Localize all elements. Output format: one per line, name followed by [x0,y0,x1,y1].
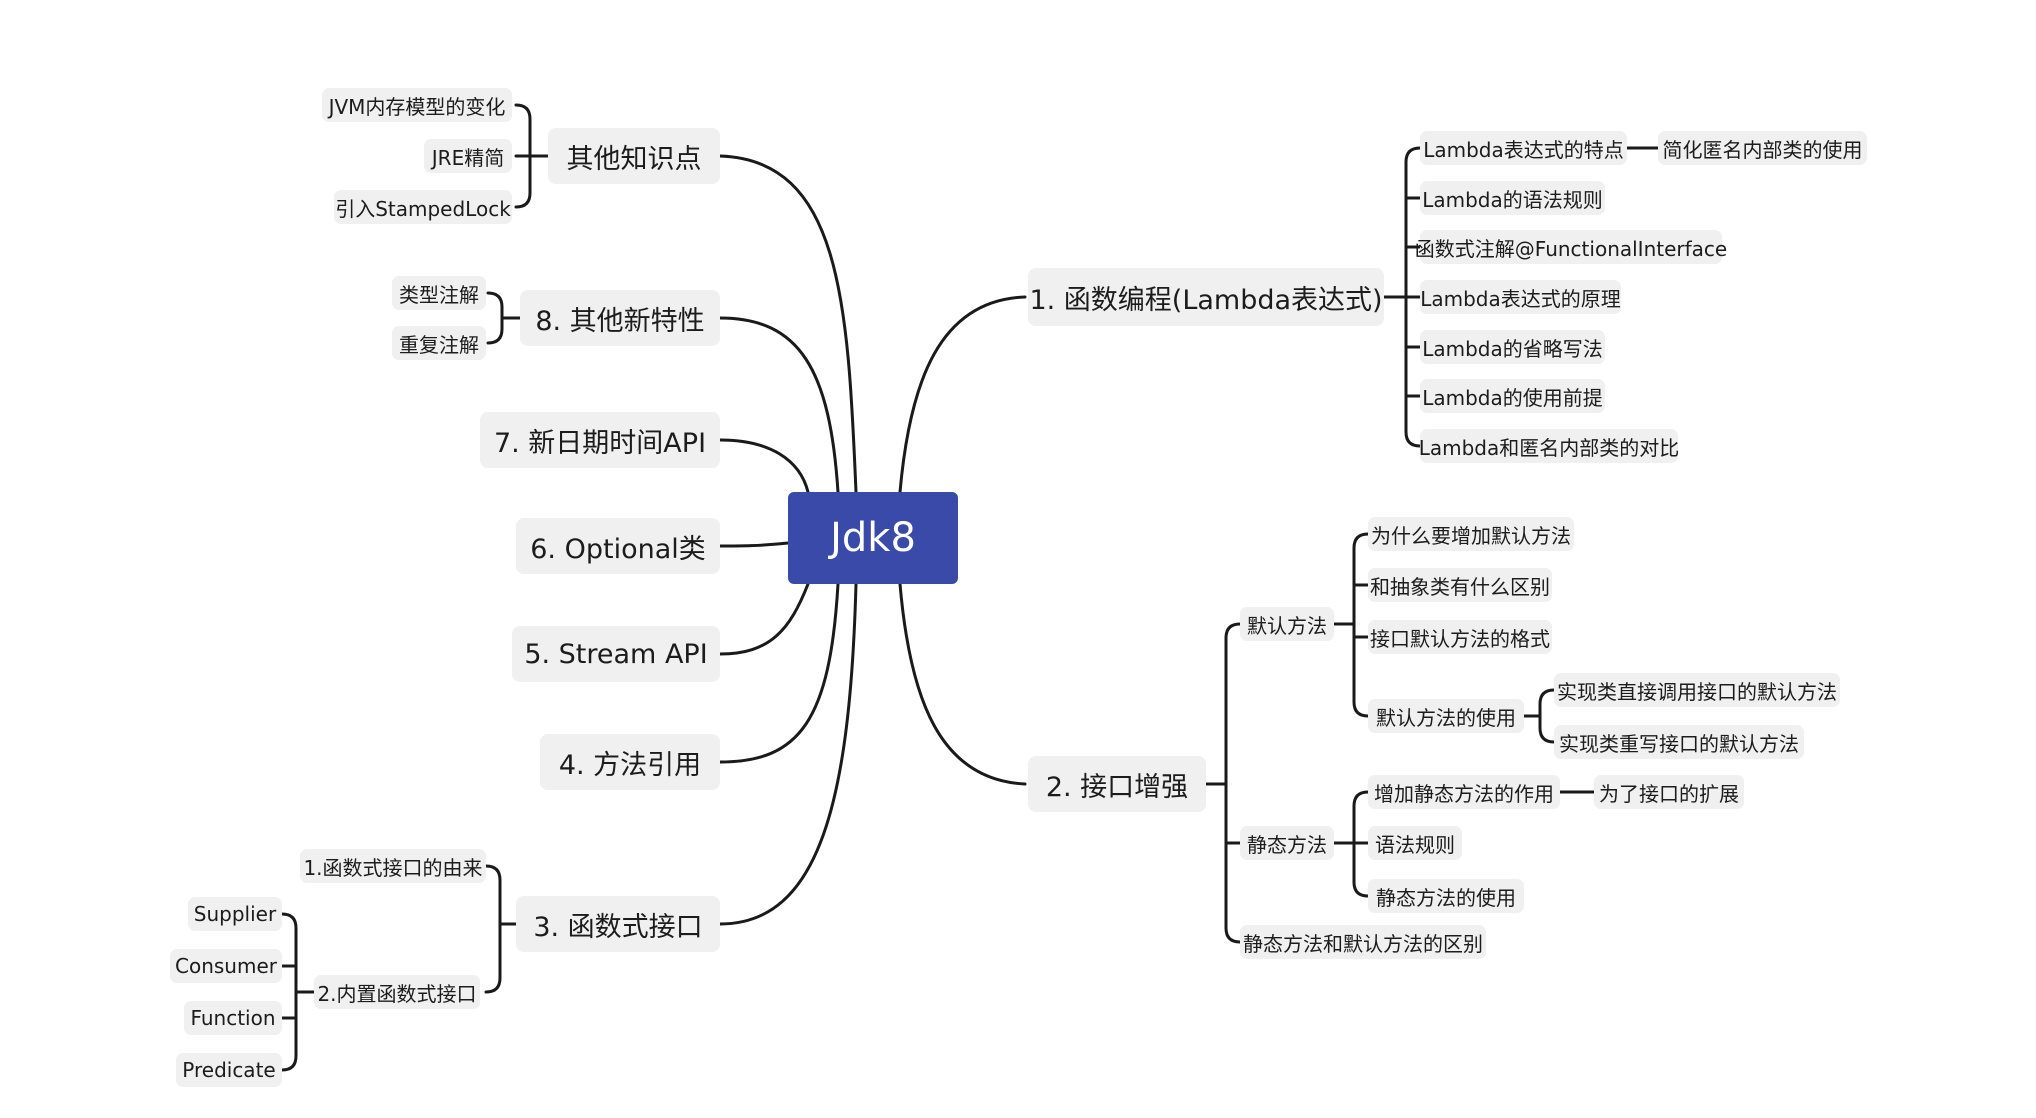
functional-interface-origin[interactable]: 1.函数式接口的由来 [300,849,486,883]
branch-other-knowledge[interactable]: 其他知识点 [548,128,720,184]
builtin-consumer[interactable]: Consumer [170,949,282,983]
static-vs-default[interactable]: 静态方法和默认方法的区别 [1240,925,1486,959]
static-purpose[interactable]: 增加静态方法的作用 [1368,775,1560,809]
lambda-syntax-rules[interactable]: Lambda的语法规则 [1420,181,1605,215]
jre-compact[interactable]: JRE精简 [424,139,512,173]
default-why[interactable]: 为什么要增加默认方法 [1368,517,1574,551]
default-usage[interactable]: 默认方法的使用 [1368,699,1524,733]
lambda-feature[interactable]: Lambda表达式的特点 [1420,131,1627,165]
branch-lambda[interactable]: 1. 函数编程(Lambda表达式) [1028,268,1384,326]
repeating-annotations[interactable]: 重复注解 [392,326,486,360]
static-method[interactable]: 静态方法 [1240,826,1334,860]
stampedlock[interactable]: 引入StampedLock [334,190,512,224]
default-usage-override[interactable]: 实现类重写接口的默认方法 [1554,725,1804,759]
lambda-prerequisite[interactable]: Lambda的使用前提 [1420,379,1605,413]
branch-optional[interactable]: 6. Optional类 [516,518,720,574]
branch-stream-api[interactable]: 5. Stream API [512,626,720,682]
lambda-vs-anonymous[interactable]: Lambda和匿名内部类的对比 [1419,429,1679,463]
root-node[interactable]: Jdk8 [788,492,958,584]
lambda-functional-interface[interactable]: 函数式注解@FunctionalInterface [1415,230,1727,264]
lambda-simplify-anonymous[interactable]: 简化匿名内部类的使用 [1658,131,1867,165]
branch-other-features[interactable]: 8. 其他新特性 [520,290,720,346]
static-syntax[interactable]: 语法规则 [1368,826,1462,860]
static-usage[interactable]: 静态方法的使用 [1368,879,1524,913]
branch-interface-enhancement[interactable]: 2. 接口增强 [1028,756,1206,812]
lambda-shorthand[interactable]: Lambda的省略写法 [1420,330,1605,364]
builtin-function[interactable]: Function [184,1001,282,1035]
default-usage-direct-call[interactable]: 实现类直接调用接口的默认方法 [1554,673,1840,707]
branch-datetime-api[interactable]: 7. 新日期时间API [480,412,720,468]
builtin-supplier[interactable]: Supplier [188,897,282,931]
default-format[interactable]: 接口默认方法的格式 [1368,620,1552,654]
default-vs-abstract[interactable]: 和抽象类有什么区别 [1368,568,1552,602]
default-method[interactable]: 默认方法 [1240,607,1334,641]
branch-method-reference[interactable]: 4. 方法引用 [540,734,720,790]
lambda-principle[interactable]: Lambda表达式的原理 [1420,280,1621,314]
builtin-functional-interfaces[interactable]: 2.内置函数式接口 [314,975,480,1009]
type-annotations[interactable]: 类型注解 [392,276,486,310]
static-purpose-detail[interactable]: 为了接口的扩展 [1594,775,1744,809]
branch-functional-interface[interactable]: 3. 函数式接口 [516,896,720,952]
jvm-memory-model-change[interactable]: JVM内存模型的变化 [322,88,512,122]
builtin-predicate[interactable]: Predicate [176,1053,282,1087]
